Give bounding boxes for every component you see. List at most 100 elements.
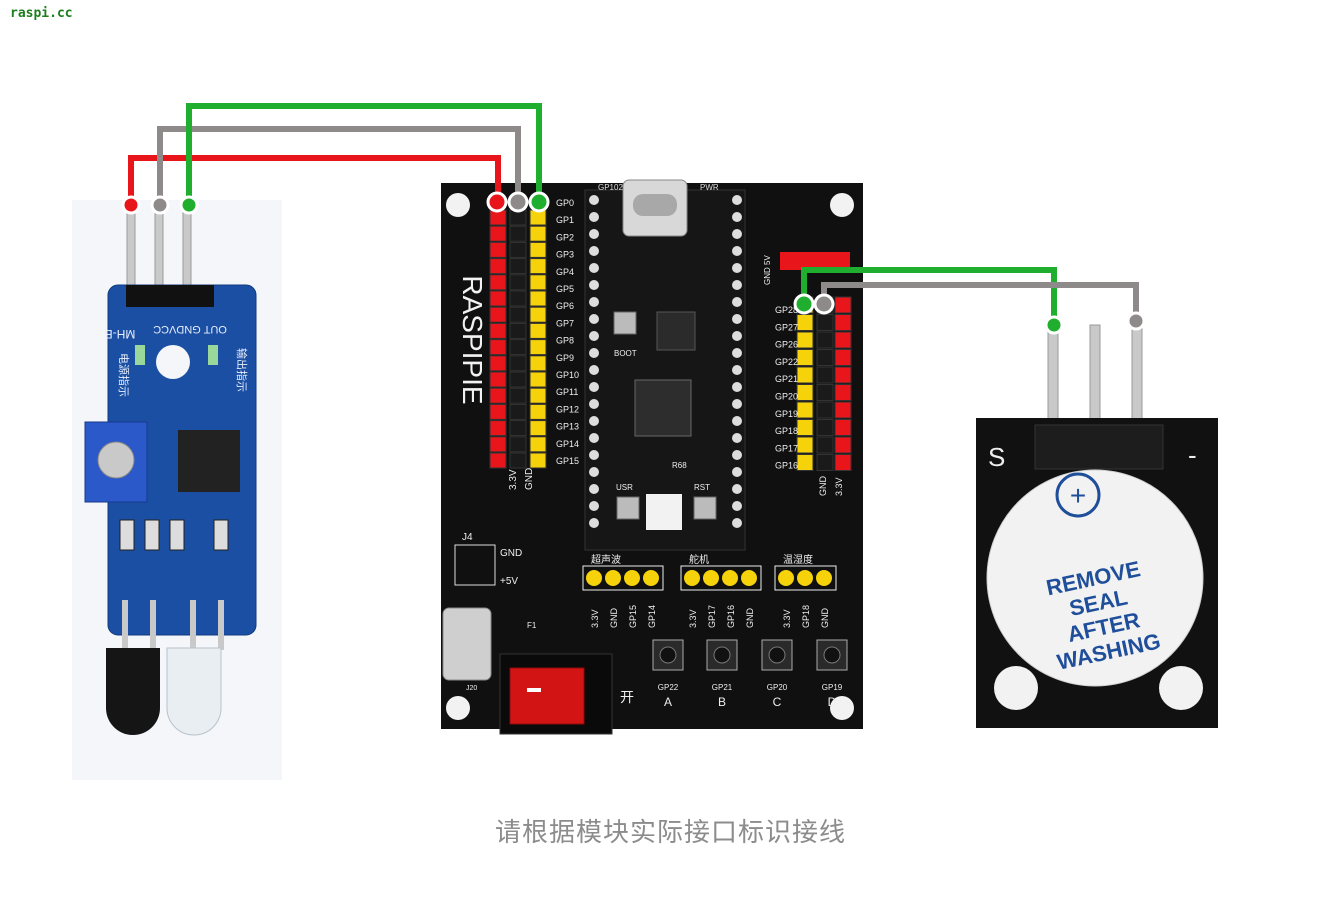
header-pin	[509, 290, 527, 307]
gp-label-left: GP9	[556, 353, 574, 363]
gp-label-left: GP4	[556, 267, 574, 277]
pico-pin-hole	[732, 399, 742, 409]
buzzer-plus-mark: +	[1070, 480, 1086, 511]
buzzer-pin-gnd	[1131, 319, 1143, 431]
usr-button[interactable]	[616, 496, 640, 520]
gp-label-left: GP6	[556, 301, 574, 311]
power-switch[interactable]	[509, 667, 585, 725]
left-gpio-labels: GP0GP1GP2GP3GP4GP5GP6GP7GP8GP9GP10GP11GP…	[556, 198, 579, 466]
pico-pin-hole	[589, 195, 599, 205]
header-pin	[816, 454, 834, 471]
header-yellow-pin	[586, 570, 602, 586]
gp-label-left: GP12	[556, 404, 579, 414]
header-pin	[796, 366, 814, 384]
buzzer-minus-label: -	[1188, 440, 1197, 470]
pico-pin-hole	[732, 518, 742, 528]
header-pin	[796, 384, 814, 401]
pico-pin-hole	[732, 416, 742, 426]
header-yellow-pin	[643, 570, 659, 586]
buzzer-body	[986, 469, 1204, 687]
header-pin	[796, 436, 814, 454]
pico-pin-hole	[732, 365, 742, 375]
header-pin-label: 3.3V	[688, 609, 698, 628]
header-pin-label: GP14	[647, 605, 657, 628]
rst-button[interactable]	[693, 496, 717, 520]
header-pin	[834, 419, 852, 436]
ir-pin-out	[182, 209, 192, 291]
pico-pin-hole	[732, 348, 742, 358]
header-pin	[816, 436, 834, 454]
right-gpio-header	[796, 296, 852, 471]
kai-label: 开	[620, 689, 634, 705]
header-pin	[509, 339, 527, 356]
right-label-gnd: GND	[818, 476, 828, 497]
pico-pin-hole	[732, 467, 742, 477]
header-pin-label: GP15	[628, 605, 638, 628]
ir-emitter-led	[166, 647, 222, 736]
header-pin	[509, 420, 527, 437]
buzzer-pin-signal	[1047, 319, 1059, 431]
wires	[121, 103, 1146, 335]
header-pin	[816, 419, 834, 436]
rst-label: RST	[694, 483, 710, 492]
pico-pin-hole	[589, 229, 599, 239]
pico-pin-hole	[732, 263, 742, 273]
rgb-led	[646, 494, 682, 530]
header-pin	[509, 403, 527, 420]
header-pin	[796, 331, 814, 349]
buzzer-module: S - + REMOVE SEAL AFTER WASHING	[976, 319, 1218, 728]
pwr-label: PWR	[700, 183, 719, 192]
ir-receiver-led	[106, 648, 160, 735]
header-pin	[529, 452, 547, 469]
watermark: raspi.cc	[10, 6, 73, 21]
gp-label-right: GP18	[775, 426, 798, 436]
header-outline	[774, 565, 837, 591]
button-cap[interactable]	[713, 646, 731, 664]
pico-pin-hole	[589, 467, 599, 477]
usr-label: USR	[616, 483, 633, 492]
header-outline	[582, 565, 664, 591]
boot-button[interactable]	[613, 311, 637, 335]
usb-c-power-port	[442, 607, 492, 681]
j4-connector	[454, 544, 496, 586]
header-pin	[529, 322, 547, 339]
pico-pin-hole	[589, 450, 599, 460]
ir-output-led	[208, 345, 218, 365]
header-pin	[529, 306, 547, 323]
pico-pin-hole	[589, 416, 599, 426]
wire-end-green	[793, 293, 815, 315]
header-pin	[489, 290, 507, 307]
header-pin	[816, 384, 834, 401]
header-pin	[529, 436, 547, 453]
instruction-caption: 请根据模块实际接口标识接线	[494, 818, 846, 848]
header-pin-label: GND	[609, 608, 619, 629]
pico-pin-hole	[589, 382, 599, 392]
header-pin	[509, 241, 527, 258]
gp102-label: GP102	[598, 183, 623, 192]
button-gp-label: GP21	[712, 683, 733, 692]
header-yellow-pin	[624, 570, 640, 586]
ir-led-leg	[218, 600, 224, 650]
left-label-3v3: 3.3V	[508, 469, 519, 490]
gp-label-left: GP15	[556, 456, 579, 466]
ir-power-label: 电源指示	[117, 353, 131, 397]
button-cap[interactable]	[823, 646, 841, 664]
header-pin	[529, 274, 547, 291]
gnd5v-label: GND 5V	[763, 255, 772, 285]
header-pin	[834, 296, 852, 314]
header-pin	[509, 436, 527, 453]
mount-hole	[446, 193, 470, 217]
gp-label-left: GP11	[556, 387, 578, 397]
pico-pin-hole	[732, 433, 742, 443]
header-pin	[489, 258, 507, 275]
button-cap[interactable]	[768, 646, 786, 664]
button-cap[interactable]	[659, 646, 677, 664]
header-pin	[529, 339, 547, 356]
header-pin	[489, 225, 507, 242]
pico-pin-hole	[732, 212, 742, 222]
wire-buzzer-signal-green	[801, 267, 1057, 325]
wire-end-red	[121, 195, 141, 215]
pico-pin-hole	[732, 280, 742, 290]
gp-label-left: GP5	[556, 284, 574, 294]
